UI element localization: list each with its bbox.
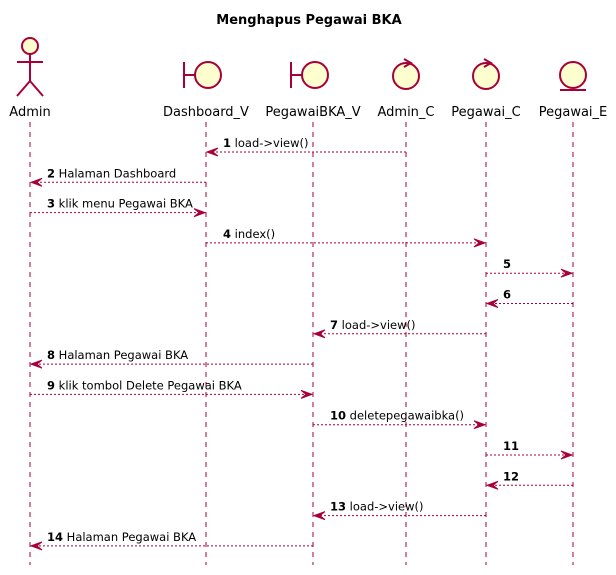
participant-label: Pegawai_C	[451, 105, 520, 120]
control-icon	[392, 58, 420, 90]
participant-pegawaibka_v: PegawaiBKA_V	[265, 61, 361, 120]
participant-label: PegawaiBKA_V	[265, 105, 360, 120]
boundary-icon	[183, 61, 222, 89]
arrow-head-icon	[29, 541, 43, 551]
message-11: 11	[486, 439, 574, 460]
participant-label: Pegawai_E	[539, 105, 608, 120]
message-text: klik tombol Delete Pegawai BKA	[55, 378, 242, 392]
entity-icon	[559, 61, 587, 91]
message-text: deletepegawaibka()	[346, 409, 464, 423]
arrow-head-icon	[473, 238, 487, 248]
message-number: 3	[47, 197, 55, 211]
message-label: 8 Halaman Pegawai BKA	[47, 348, 188, 362]
lifelines	[29, 122, 574, 565]
message-5: 5	[486, 257, 574, 278]
participant-admin_c: Admin_C	[377, 58, 435, 120]
message-number: 13	[330, 500, 346, 514]
actor-icon	[16, 37, 44, 97]
message-1: 1 load->view()	[205, 136, 406, 157]
message-label: 5	[503, 257, 511, 271]
message-2: 2 Halaman Dashboard	[29, 166, 206, 187]
arrow-head-icon	[312, 329, 326, 339]
message-number: 7	[330, 318, 338, 332]
message-label: 11	[503, 439, 519, 453]
message-text: Halaman Pegawai BKA	[63, 530, 196, 544]
message-text: Halaman Pegawai BKA	[55, 348, 188, 362]
diagram-title: Menghapus Pegawai BKA	[216, 13, 401, 28]
participant-label: Admin_C	[377, 105, 434, 120]
arrow-head-icon	[193, 208, 207, 218]
message-label: 3 klik menu Pegawai BKA	[47, 197, 193, 211]
arrow-head-icon	[485, 480, 499, 490]
control-icon	[472, 58, 500, 90]
arrow-head-icon	[29, 359, 43, 369]
message-number: 12	[503, 469, 519, 483]
participant-label: Dashboard_V	[163, 105, 249, 120]
message-number: 14	[47, 530, 63, 544]
message-text: load->view()	[346, 500, 423, 514]
message-3: 3 klik menu Pegawai BKA	[30, 197, 207, 218]
message-8: 8 Halaman Pegawai BKA	[29, 348, 313, 369]
arrow-head-icon	[560, 268, 574, 278]
participant-pegawai_c: Pegawai_C	[451, 58, 521, 120]
participant-dashboard_v: Dashboard_V	[163, 61, 249, 120]
message-number: 4	[223, 227, 231, 241]
message-4: 4 index()	[206, 227, 487, 248]
message-label: 14 Halaman Pegawai BKA	[47, 530, 196, 544]
message-number: 8	[47, 348, 55, 362]
message-text: Halaman Dashboard	[55, 166, 176, 180]
arrow-head-icon	[485, 299, 499, 308]
message-number: 11	[503, 439, 519, 453]
message-label: 6	[503, 288, 511, 302]
message-number: 1	[223, 136, 231, 150]
message-number: 10	[330, 409, 346, 423]
message-text: klik menu Pegawai BKA	[55, 197, 193, 211]
message-label: 2 Halaman Dashboard	[47, 166, 176, 180]
participant-label: Admin	[9, 105, 50, 120]
message-number: 9	[47, 378, 55, 392]
arrow-head-icon	[205, 147, 219, 157]
message-13: 13 load->view()	[312, 500, 486, 521]
message-text: load->view()	[231, 136, 308, 150]
arrow-head-icon	[473, 420, 487, 430]
message-number: 6	[503, 288, 511, 302]
message-number: 5	[503, 257, 511, 271]
message-12: 12	[485, 469, 573, 490]
message-6: 6	[485, 288, 573, 308]
arrow-head-icon	[29, 177, 43, 187]
arrow-head-icon	[312, 511, 326, 521]
participant-admin: Admin	[9, 37, 51, 120]
message-9: 9 klik tombol Delete Pegawai BKA	[30, 378, 314, 399]
message-10: 10 deletepegawaibka()	[313, 409, 487, 430]
message-label: 4 index()	[223, 227, 275, 241]
participants: Admin Dashboard_V PegawaiBKA_V Admin_C Pegaw…	[9, 37, 608, 120]
message-number: 2	[47, 166, 55, 180]
message-text: index()	[231, 227, 275, 241]
messages: 1 load->view() 2 Halaman Dashboard 3 klik …	[29, 136, 574, 551]
message-label: 12	[503, 469, 519, 483]
message-label: 9 klik tombol Delete Pegawai BKA	[47, 378, 242, 392]
message-label: 7 load->view()	[330, 318, 416, 332]
boundary-icon	[290, 61, 329, 89]
arrow-head-icon	[560, 450, 574, 460]
message-14: 14 Halaman Pegawai BKA	[29, 530, 313, 551]
message-7: 7 load->view()	[312, 318, 486, 339]
message-label: 13 load->view()	[330, 500, 424, 514]
message-label: 1 load->view()	[223, 136, 309, 150]
participant-pegawai_e: Pegawai_E	[539, 61, 608, 120]
message-label: 10 deletepegawaibka()	[330, 409, 464, 423]
message-text: load->view()	[338, 318, 415, 332]
arrow-head-icon	[300, 389, 314, 399]
